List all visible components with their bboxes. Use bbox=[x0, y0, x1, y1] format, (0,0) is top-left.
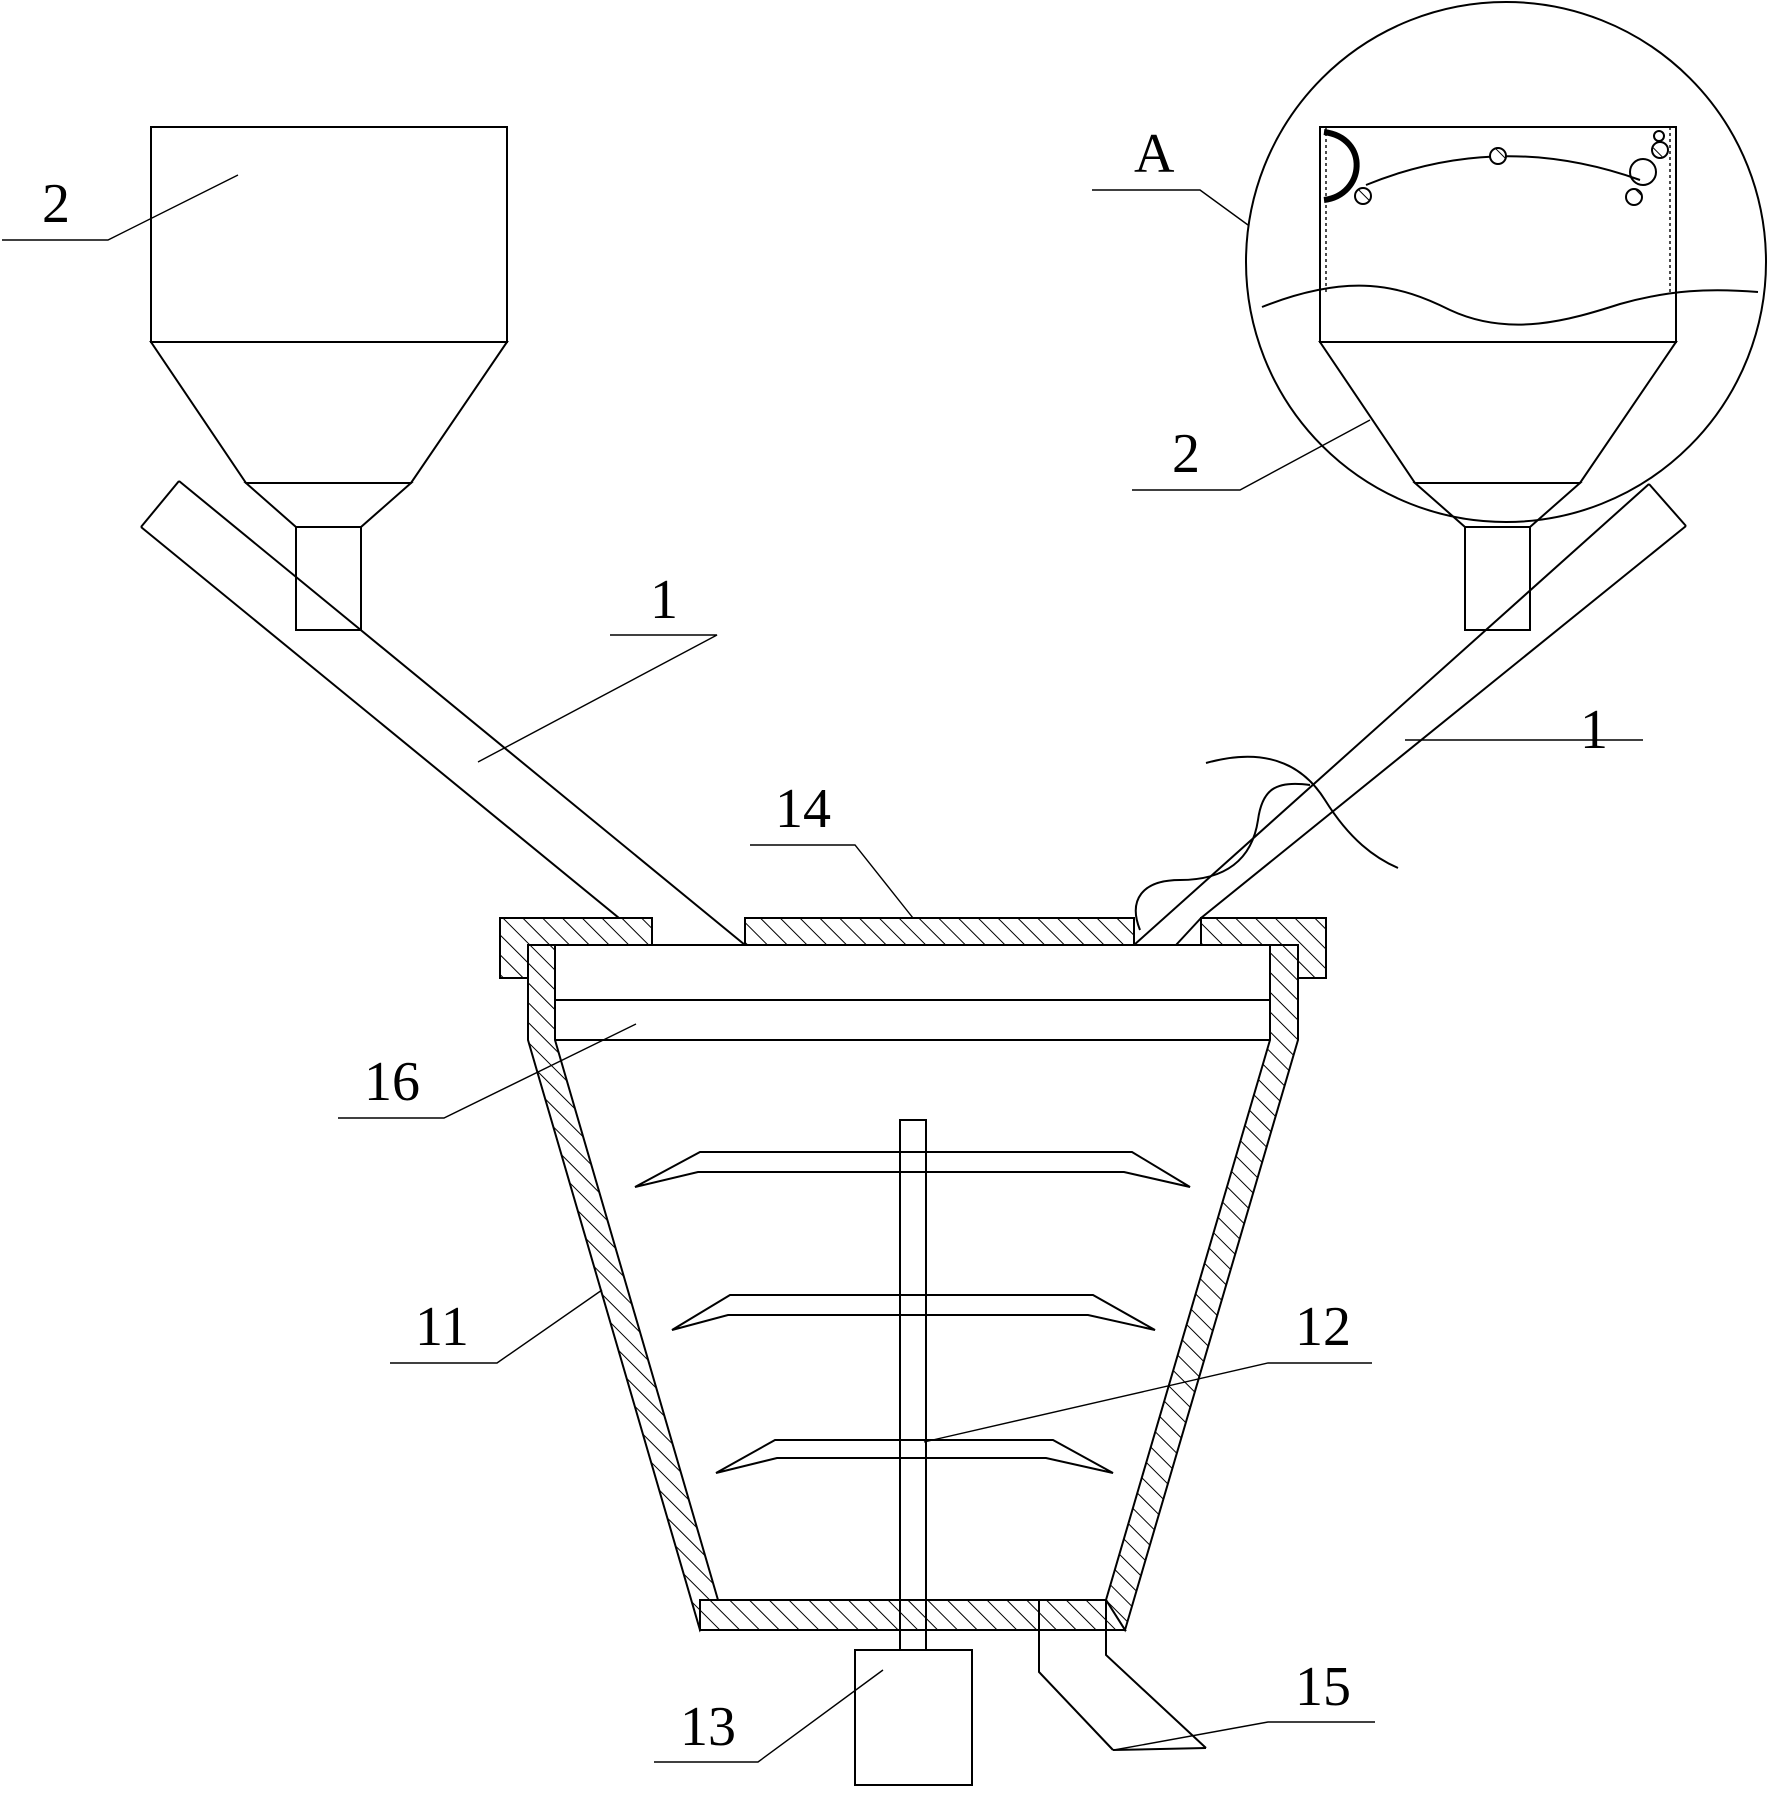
label-tank: 11 bbox=[415, 1296, 469, 1358]
label-lid: 14 bbox=[775, 778, 831, 840]
outlet-pipe bbox=[1038, 1600, 1207, 1751]
break-line bbox=[1134, 782, 1311, 931]
label-filter-plate: 16 bbox=[364, 1051, 420, 1113]
hopper-left bbox=[149, 126, 509, 631]
leader-lines bbox=[2, 174, 1643, 1763]
label-hopper-left: 2 bbox=[42, 173, 70, 235]
label-detail-a: A bbox=[1134, 123, 1175, 185]
tank bbox=[527, 944, 1299, 1633]
label-blades: 12 bbox=[1295, 1296, 1351, 1358]
detail-circle-a bbox=[1245, 1, 1767, 523]
break-line bbox=[1205, 755, 1399, 869]
lid bbox=[499, 917, 1327, 979]
label-feed-pipe-right: 1 bbox=[1580, 699, 1608, 761]
hopper-right bbox=[1318, 127, 1678, 631]
label-motor: 13 bbox=[680, 1696, 736, 1758]
feed-pipe-right bbox=[1133, 483, 1687, 946]
label-hopper-right: 2 bbox=[1172, 423, 1200, 485]
feed-pipe-left bbox=[140, 480, 746, 946]
stirring-shaft bbox=[899, 1119, 927, 1651]
label-outlet: 15 bbox=[1295, 1656, 1351, 1718]
label-feed-pipe-left: 1 bbox=[650, 569, 678, 631]
filter-plate bbox=[555, 999, 1270, 1041]
motor bbox=[854, 1649, 973, 1786]
stirring-blades bbox=[634, 1151, 1191, 1474]
